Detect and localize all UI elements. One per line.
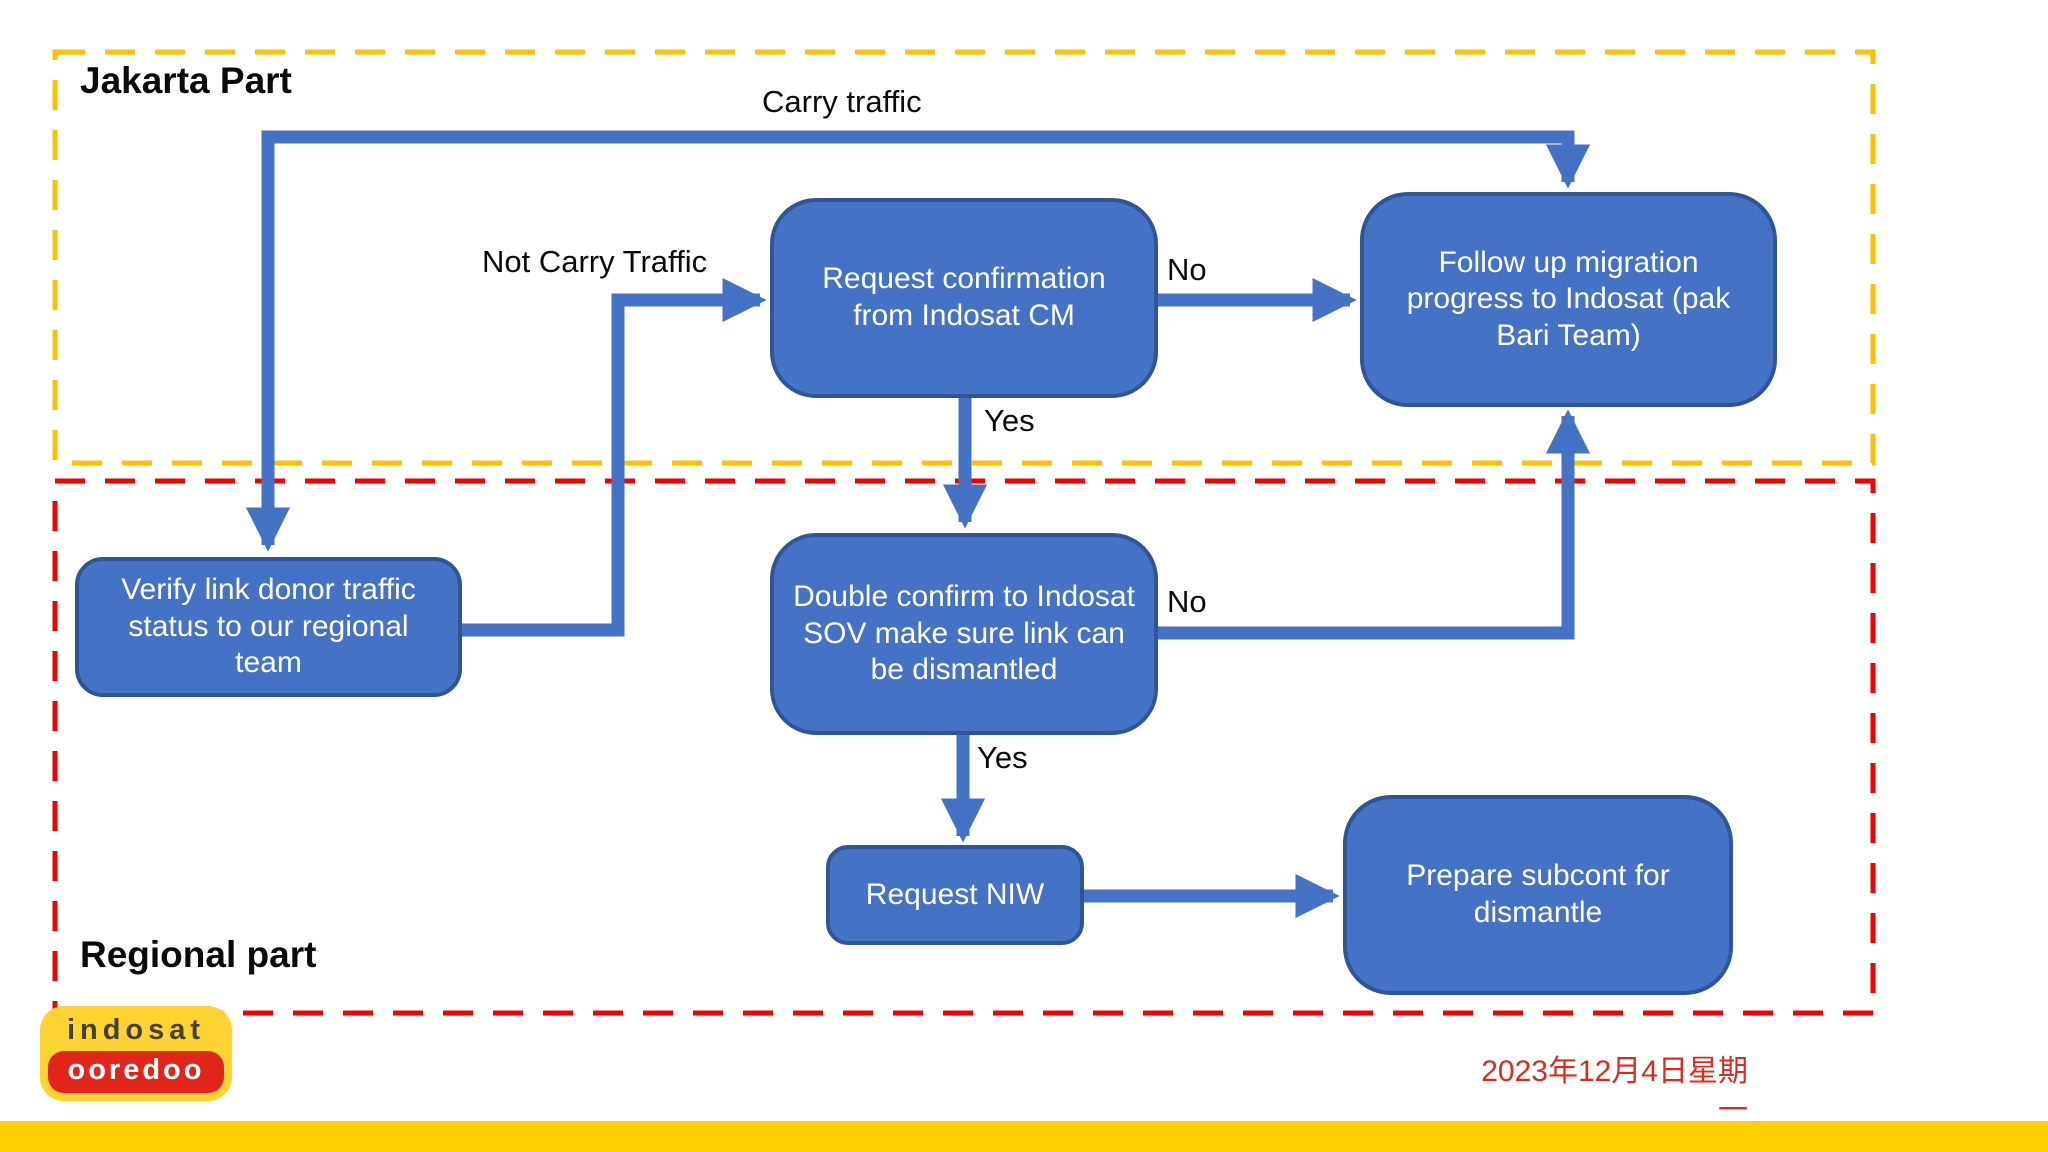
connector-double-confirm-no-to-follow-up — [1158, 409, 1591, 640]
indosat-ooredoo-logo: indosat ooredoo — [40, 1006, 232, 1101]
slide-date: 2023年12月4日星期 一 — [1380, 1052, 1748, 1130]
slide-date-line1: 2023年12月4日星期 — [1481, 1055, 1748, 1088]
node-request-confirmation-indosat-cm: Request confirmation from Indosat CM — [770, 198, 1158, 398]
connector-not-carry-traffic — [460, 277, 767, 637]
logo-wordmark-indosat: indosat — [66, 1014, 206, 1046]
jakarta-region-border — [52, 49, 1876, 466]
logo-wordmark-ooredoo: ooredoo — [48, 1051, 224, 1093]
edge-label-cm-no: No — [1167, 252, 1207, 287]
node-prepare-subcont: Prepare subcont for dismantle — [1343, 795, 1733, 995]
jakarta-region-label: Jakarta Part — [80, 60, 292, 101]
node-request-niw: Request NIW — [826, 845, 1084, 945]
bottom-accent-bar — [0, 1121, 2048, 1152]
regional-region-label: Regional part — [80, 934, 317, 975]
connector-carry-traffic — [245, 130, 1591, 552]
edge-label-not-carry-traffic: Not Carry Traffic — [482, 244, 708, 279]
edge-label-cm-yes: Yes — [984, 403, 1035, 438]
edge-label-sov-no: No — [1167, 584, 1207, 619]
node-follow-up-migration: Follow up migration progress to Indosat … — [1360, 192, 1777, 407]
node-verify-link-donor: Verify link donor traffic status to our … — [75, 557, 462, 697]
edge-label-sov-yes: Yes — [977, 740, 1028, 775]
edge-label-carry-traffic: Carry traffic — [762, 84, 922, 119]
node-double-confirm-indosat-sov: Double confirm to Indosat SOV make sure … — [770, 533, 1158, 735]
